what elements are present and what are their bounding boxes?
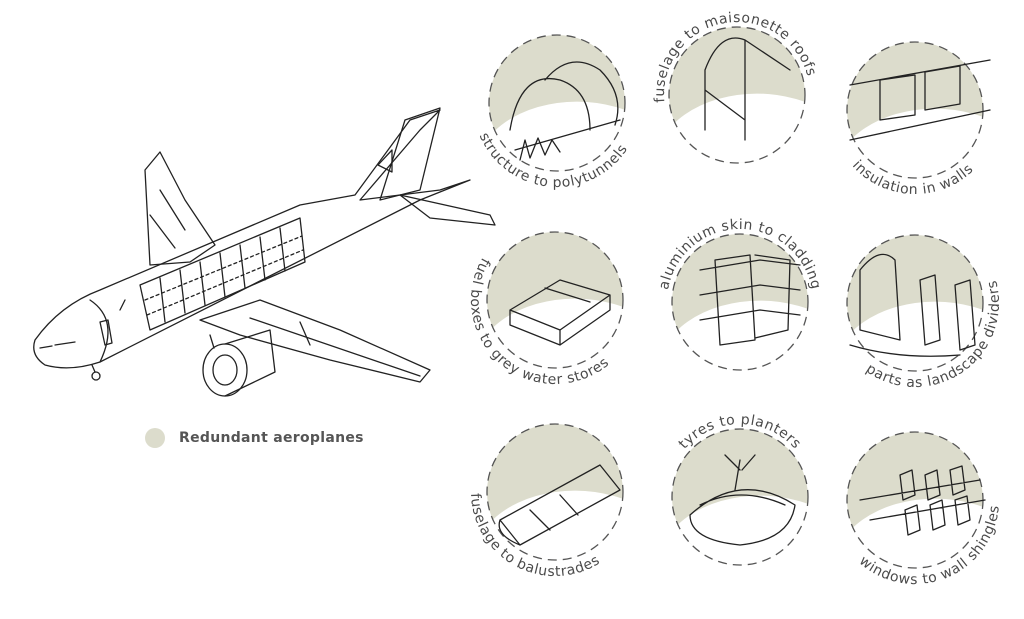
- reuse-item: tyres to planters: [671, 412, 809, 566]
- legend: Redundant aeroplanes: [145, 428, 364, 448]
- divider-icon: [849, 253, 976, 357]
- dashed-circle: [846, 234, 984, 372]
- polytunnel-icon: [509, 61, 621, 161]
- dashed-circle: [668, 26, 806, 164]
- balustrade-icon: [498, 464, 621, 546]
- aeroplane-illustration: [33, 107, 496, 397]
- reuse-item: fuselage to maisonette roofs: [652, 10, 819, 164]
- dashed-circle: [846, 41, 984, 179]
- roof-icon: [704, 37, 791, 141]
- dashed-circle: [671, 428, 809, 566]
- circle-fill: [669, 27, 805, 163]
- circle-fill: [489, 35, 625, 171]
- reuse-item: insulation in walls: [846, 41, 991, 198]
- circle-fill: [672, 429, 808, 565]
- fuel-box-icon: [509, 279, 611, 346]
- dashed-circle: [671, 233, 809, 371]
- reuse-item: parts as landscape dividers: [846, 234, 1003, 391]
- dashed-circle: [486, 231, 624, 369]
- planter-icon: [689, 454, 796, 546]
- shingles-icon: [859, 465, 986, 536]
- insulation-icon: [849, 59, 991, 141]
- reuse-item: structure to polytunnels: [476, 34, 631, 191]
- reuse-item: aluminium skin to cladding: [656, 217, 823, 371]
- reuse-item: fuselage to balustrades: [467, 423, 624, 580]
- circle-fill: [672, 234, 808, 370]
- legend-swatch: [145, 428, 165, 448]
- circle-fill: [487, 424, 623, 560]
- dashed-circle: [486, 423, 624, 561]
- circle-fill: [487, 232, 623, 368]
- reuse-item: fuel boxes to grey water stores: [467, 231, 624, 388]
- circle-fill: [847, 235, 983, 371]
- dashed-circle: [488, 34, 626, 172]
- circle-fill: [847, 42, 983, 178]
- legend-label: Redundant aeroplanes: [179, 430, 364, 446]
- circle-fill: [847, 432, 983, 568]
- reuse-item: windows to wall shingles: [846, 431, 1002, 588]
- cladding-icon: [699, 254, 801, 346]
